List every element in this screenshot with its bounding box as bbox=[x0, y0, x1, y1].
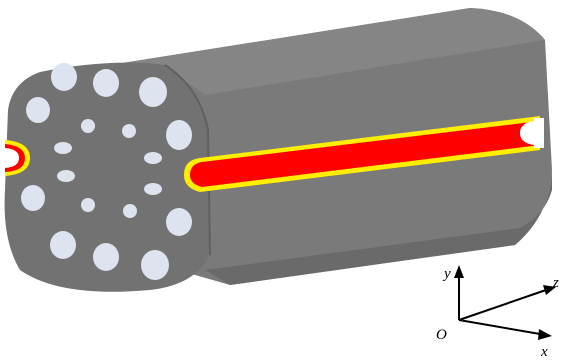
hole bbox=[26, 97, 50, 123]
body-bottom-bevel bbox=[205, 170, 552, 285]
air-holes bbox=[21, 63, 192, 280]
hole bbox=[50, 231, 76, 259]
hole bbox=[166, 208, 192, 236]
hole bbox=[51, 63, 77, 91]
z-axis-label: z bbox=[552, 275, 559, 291]
hole bbox=[122, 124, 136, 138]
z-axis-arrow bbox=[543, 285, 556, 295]
hole bbox=[141, 250, 169, 280]
hole bbox=[93, 69, 119, 97]
side-channel bbox=[184, 116, 544, 192]
face-edge bbox=[164, 64, 211, 256]
origin-label: O bbox=[436, 327, 447, 343]
hole bbox=[57, 170, 75, 182]
y-axis-label: y bbox=[442, 266, 451, 282]
hole bbox=[166, 120, 192, 150]
body-top-face bbox=[110, 8, 545, 95]
hole bbox=[144, 183, 162, 195]
z-axis-line bbox=[458, 289, 547, 321]
hole bbox=[93, 243, 119, 271]
x-axis-line bbox=[458, 319, 541, 335]
hole bbox=[54, 142, 72, 154]
coordinate-axes bbox=[454, 265, 556, 340]
left-channel bbox=[5, 140, 30, 176]
hole bbox=[144, 152, 162, 164]
x-axis-label: x bbox=[540, 344, 548, 360]
left-channel-hole bbox=[5, 148, 19, 168]
side-channel-fill bbox=[190, 121, 540, 187]
hole bbox=[81, 119, 95, 133]
hole bbox=[21, 185, 45, 211]
side-channel-end-cap bbox=[534, 118, 544, 148]
hole bbox=[123, 204, 137, 218]
y-axis-arrow bbox=[454, 265, 464, 278]
hole bbox=[81, 198, 95, 212]
x-axis-arrow bbox=[538, 329, 552, 340]
side-channel-end-hole bbox=[520, 121, 534, 145]
hole bbox=[139, 77, 167, 107]
